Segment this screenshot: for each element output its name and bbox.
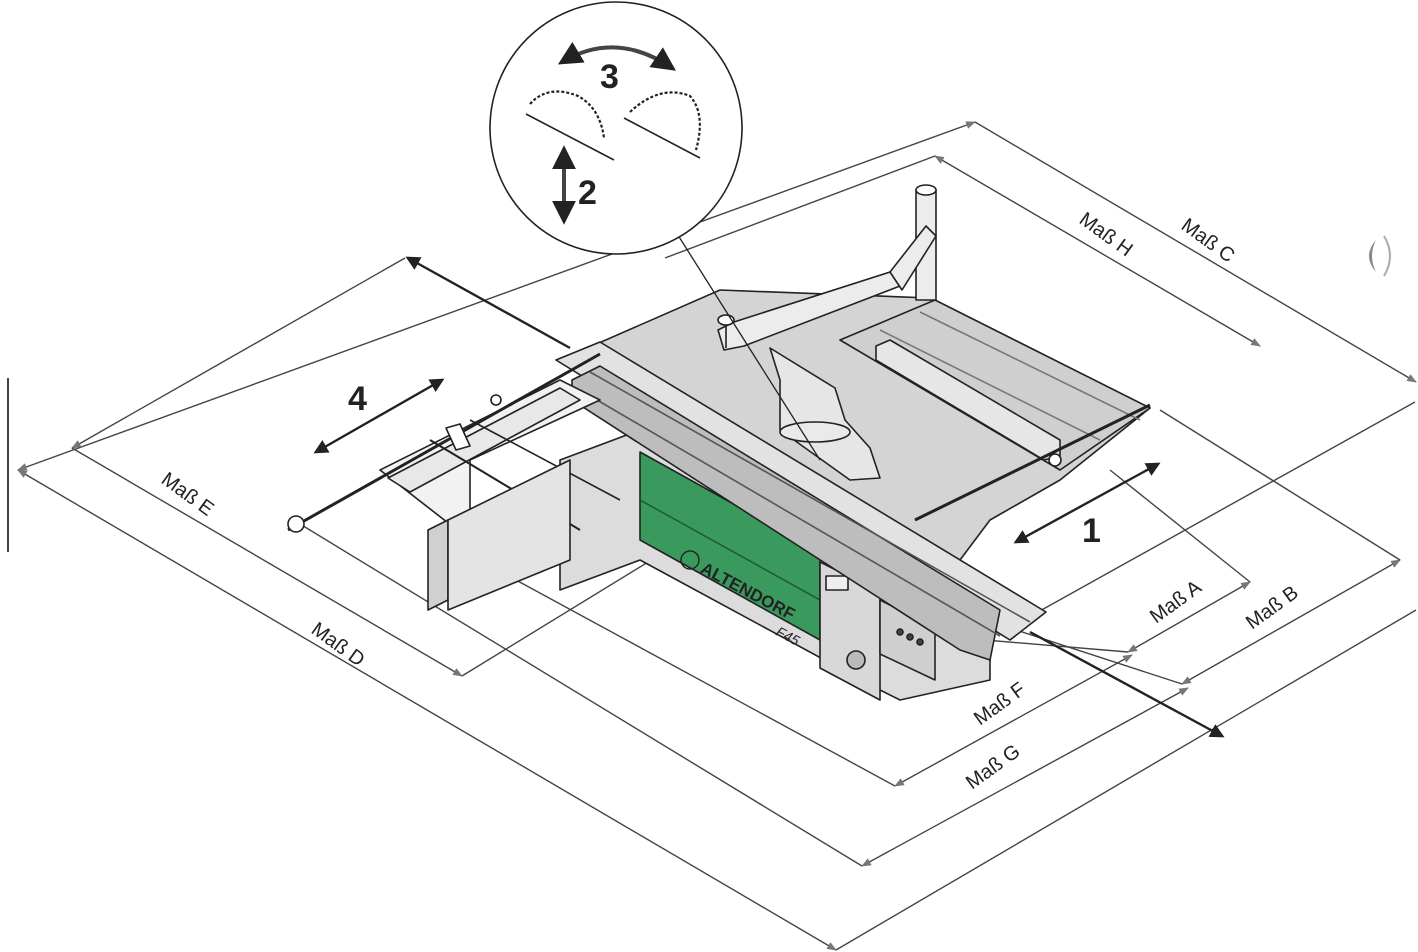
dim-label-E: Maß E xyxy=(157,468,218,520)
arrow-slide-back xyxy=(405,256,571,350)
dim-label-G: Maß G xyxy=(962,740,1024,794)
blade-right xyxy=(629,91,701,151)
blade-detail-inset xyxy=(489,1,821,461)
arrow-4 xyxy=(313,378,445,454)
dim-label-B: Maß B xyxy=(1242,582,1303,634)
arrow-1 xyxy=(1013,462,1161,544)
arrow-slide-front xyxy=(1029,630,1225,738)
callout-4: 4 xyxy=(348,380,367,418)
callout-3: 3 xyxy=(600,58,619,96)
blade-left xyxy=(529,90,606,139)
motion-arrows xyxy=(313,256,1225,738)
dim-label-H: Maß H xyxy=(1075,208,1136,261)
dimension-lines xyxy=(17,121,1417,951)
saw-machine xyxy=(287,184,1151,701)
dim-label-F: Maß F xyxy=(970,678,1030,730)
tilt-arrow xyxy=(557,41,676,71)
callout-1: 1 xyxy=(1082,512,1101,550)
callout-2: 2 xyxy=(578,174,597,212)
dim-label-A: Maß A xyxy=(1146,576,1206,628)
scan-mark-icon xyxy=(1369,235,1391,277)
crosscut-support-leg xyxy=(427,519,449,611)
crosscut-panel xyxy=(447,459,571,611)
